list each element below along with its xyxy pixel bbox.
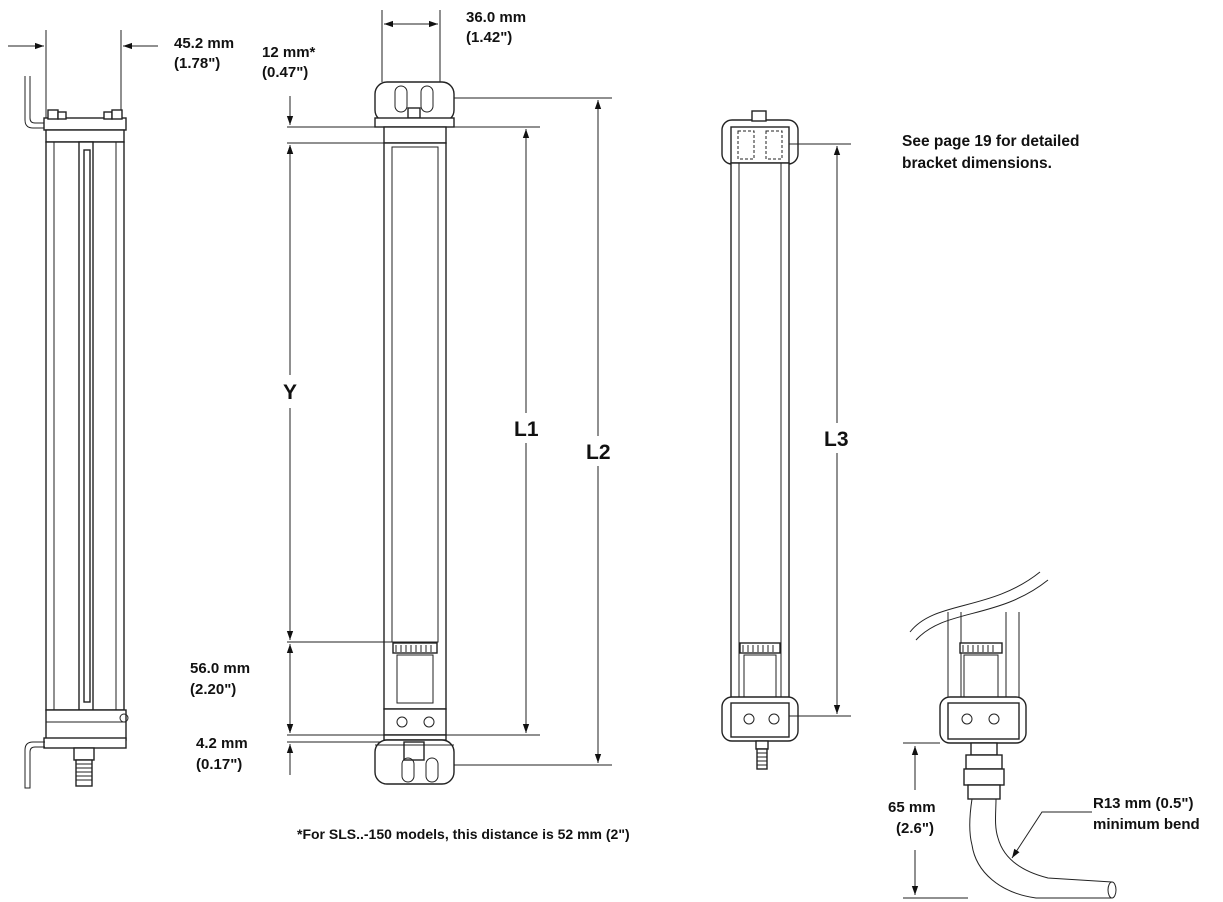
- bottom-section-mm: 56.0 mm: [190, 660, 250, 677]
- bend-radius-note: minimum bend: [1093, 816, 1200, 833]
- label-l3: L3: [824, 428, 849, 451]
- bottom-section-inch: (2.20"): [190, 681, 236, 698]
- bracket-dimensions-note: See page 19 for detailed bracket dimensi…: [902, 133, 1080, 172]
- footnote: *For SLS..-150 models, this distance is …: [297, 826, 630, 842]
- side-view: [8, 30, 158, 789]
- top-offset-inch: (0.47"): [262, 64, 308, 81]
- label-l1: L1: [514, 418, 539, 441]
- top-offset-mm: 12 mm*: [262, 44, 316, 61]
- label-l2: L2: [586, 441, 611, 464]
- bracket-width-inch: (1.42"): [466, 29, 512, 46]
- rear-view: [721, 110, 851, 770]
- cable-connector-inch: (2.6"): [896, 820, 934, 837]
- bracket-width-mm: 36.0 mm: [466, 9, 526, 26]
- cable-detail: [903, 571, 1117, 899]
- label-y: Y: [283, 381, 297, 404]
- side-width-inch: (1.78"): [174, 55, 220, 72]
- side-width-mm: 45.2 mm: [174, 35, 234, 52]
- cable-connector-mm: 65 mm: [888, 799, 936, 816]
- bottom-offset-mm: 4.2 mm: [196, 735, 248, 752]
- bottom-offset-inch: (0.17"): [196, 756, 242, 773]
- front-view: [286, 10, 612, 785]
- bend-radius-label: R13 mm (0.5"): [1093, 795, 1193, 812]
